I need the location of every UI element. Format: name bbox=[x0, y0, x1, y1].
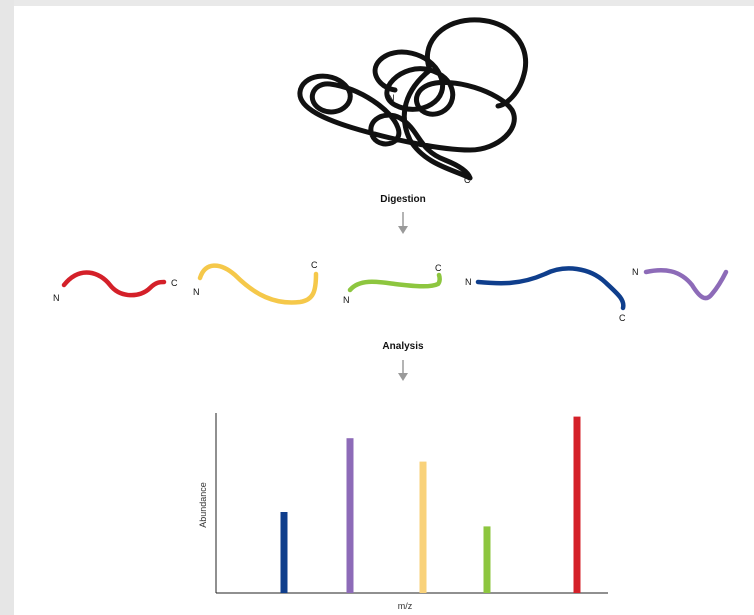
peptide-blue bbox=[475, 266, 626, 311]
spectrum-bar-red bbox=[573, 416, 581, 593]
peptide-red-n-label: N bbox=[53, 293, 60, 303]
mass-spectrum-chart: Abundance m/z bbox=[198, 413, 608, 611]
protein-upper-loop bbox=[424, 17, 529, 109]
spectrum-bar-blue bbox=[280, 512, 288, 593]
protein-chain bbox=[297, 49, 517, 181]
peptide-green-c-label: C bbox=[435, 263, 442, 273]
x-axis-label: m/z bbox=[398, 601, 413, 611]
window-top-border bbox=[0, 0, 754, 6]
peptide-yellow bbox=[197, 263, 319, 305]
peptide-fragments bbox=[61, 263, 729, 311]
peptide-purple-n-label: N bbox=[632, 267, 639, 277]
peptide-yellow-n-label: N bbox=[193, 287, 200, 297]
peptide-red-c-label: C bbox=[171, 278, 178, 288]
digestion-label: Digestion bbox=[380, 194, 426, 205]
protein-c-terminus-label: C bbox=[464, 175, 471, 185]
analysis-label: Analysis bbox=[382, 341, 424, 352]
spectrum-bar-purple bbox=[346, 438, 354, 593]
y-axis-label: Abundance bbox=[198, 482, 208, 528]
peptide-blue-c-label: C bbox=[619, 313, 626, 323]
digestion-arrow bbox=[398, 212, 408, 234]
analysis-arrow bbox=[398, 360, 408, 381]
peptide-blue-n-label: N bbox=[465, 277, 472, 287]
protein-n-terminus-label: N bbox=[388, 93, 395, 103]
folded-protein bbox=[297, 17, 529, 181]
peptide-purple bbox=[643, 267, 729, 301]
spectrum-bar-yellow bbox=[419, 461, 427, 593]
peptide-green-n-label: N bbox=[343, 295, 350, 305]
protein-outer-loop bbox=[401, 67, 473, 181]
window-left-border bbox=[0, 0, 14, 615]
peptide-red bbox=[61, 270, 167, 298]
spectrum-bar-green bbox=[483, 526, 491, 593]
peptide-yellow-c-label: C bbox=[311, 260, 318, 270]
peptide-green bbox=[347, 272, 442, 293]
chart-bars bbox=[280, 416, 581, 593]
